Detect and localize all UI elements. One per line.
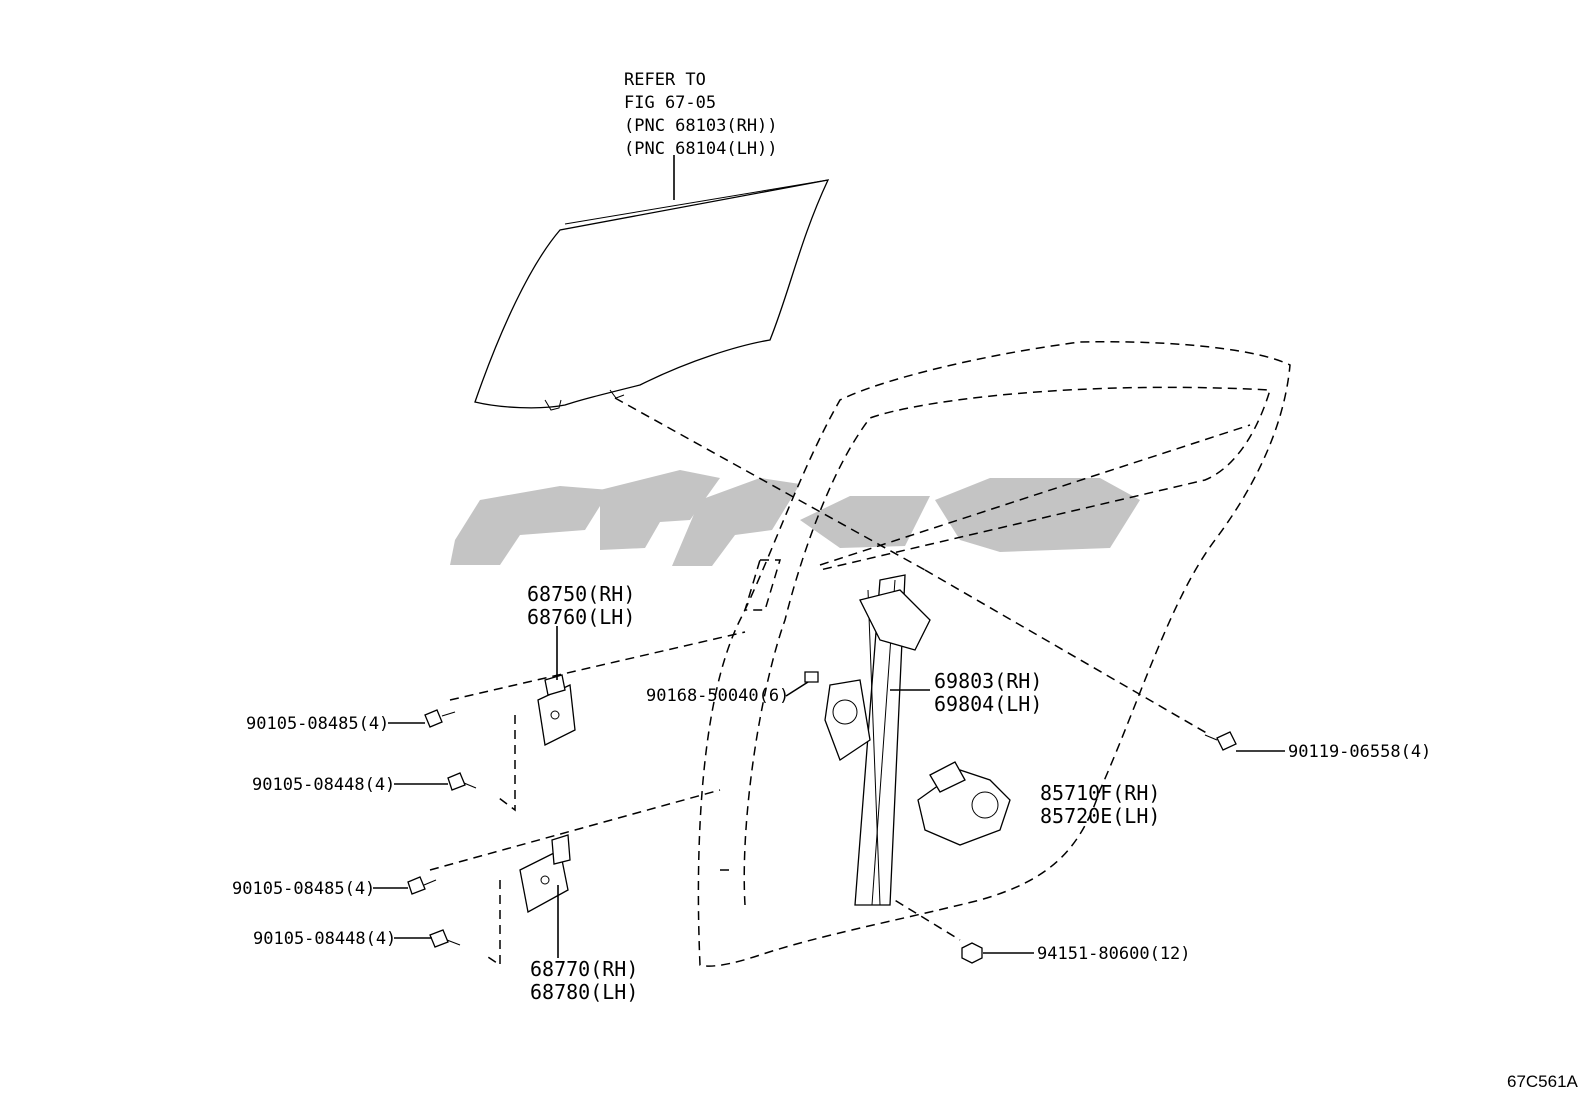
upper-hinge-callout: 68750(RH) 68760(LH) xyxy=(527,582,635,629)
bolt-lower-2-label: 90105-08448(4) xyxy=(253,929,396,949)
glass-ref-line-3: (PNC 68103(RH)) xyxy=(624,116,778,136)
bolt-right-label: 90119-06558(4) xyxy=(1288,742,1431,762)
regulator-rh-label: 69803(RH) xyxy=(934,669,1042,693)
lower-hinge-bracket-dash xyxy=(484,880,501,967)
door-frame xyxy=(697,341,1291,967)
lower-hinge-callout: 68770(RH) 68780(LH) xyxy=(530,957,638,1004)
upper-hinge-lh-label: 68760(LH) xyxy=(527,605,635,629)
clip-label: 90168-50040(6) xyxy=(646,686,789,706)
upper-hinge-part xyxy=(537,674,576,746)
bolt-right-part xyxy=(1204,731,1237,751)
lower-hinge-rh-label: 68770(RH) xyxy=(530,957,638,981)
motor-rh-label: 85710F(RH) xyxy=(1040,781,1160,805)
bolt-upper-1-label: 90105-08485(4) xyxy=(246,714,389,734)
clip-part xyxy=(804,671,819,683)
bolt-upper-2-label: 90105-08448(4) xyxy=(252,775,395,795)
clip-leader xyxy=(785,681,809,697)
nut-part xyxy=(961,942,983,964)
glass-ref-line-4: (PNC 68104(LH)) xyxy=(624,139,778,159)
bolt-upper-2-part xyxy=(447,772,477,791)
lower-hinge-lh-label: 68780(LH) xyxy=(530,980,638,1004)
glass-ref-callout: REFER TO FIG 67-05 (PNC 68103(RH)) (PNC … xyxy=(624,70,778,159)
bolt-lower-1-part xyxy=(407,876,437,895)
lower-hinge-part xyxy=(519,834,571,914)
motor-callout: 85710F(RH) 85720E(LH) xyxy=(1040,781,1160,828)
glass-ref-line-1: REFER TO xyxy=(624,70,706,90)
lower-hinge-dash-line xyxy=(429,789,721,871)
upper-hinge-bracket-dash xyxy=(494,715,516,812)
window-regulator-part xyxy=(824,574,931,906)
bolt-lower-2-part xyxy=(429,929,461,948)
upper-hinge-dash-line xyxy=(449,631,746,701)
bolt-upper-1-part xyxy=(424,709,456,728)
watermark-logo xyxy=(450,470,1140,566)
figure-code: 67C561A xyxy=(1507,1072,1579,1091)
door-glass xyxy=(474,179,830,411)
motor-lh-label: 85720E(LH) xyxy=(1040,804,1160,828)
bolt-right-leader-line xyxy=(924,569,1211,736)
upper-hinge-rh-label: 68750(RH) xyxy=(527,582,635,606)
glass-ref-line-2: FIG 67-05 xyxy=(624,93,716,113)
bolt-lower-1-label: 90105-08485(4) xyxy=(232,879,375,899)
regulator-callout: 69803(RH) 69804(LH) xyxy=(934,669,1042,716)
nut-label: 94151-80600(12) xyxy=(1037,944,1191,964)
regulator-motor-part xyxy=(917,761,1011,846)
regulator-lh-label: 69804(LH) xyxy=(934,692,1042,716)
